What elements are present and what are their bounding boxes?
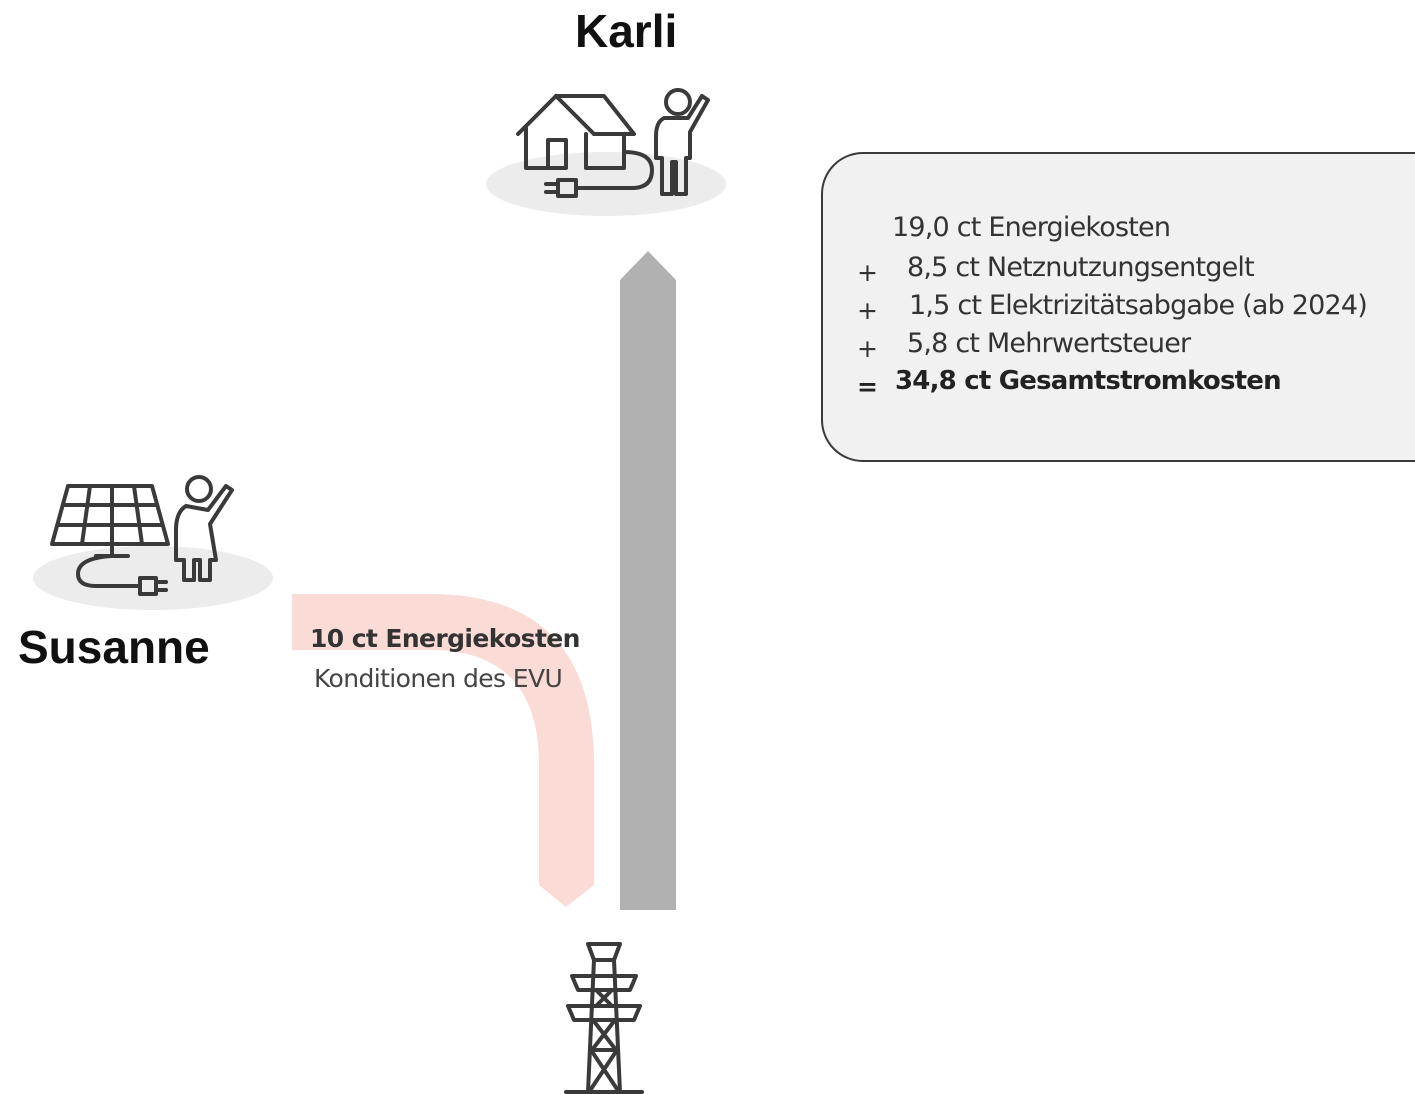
cost-row-total: 34,8 ct Gesamtstromkosten	[895, 366, 1282, 396]
cost-row-energy: 19,0 ct Energiekosten	[892, 212, 1171, 243]
cost-row-op-4: +	[857, 334, 878, 363]
karli-person-icon	[654, 88, 710, 196]
susanne-energy-cost-label: 10 ct Energiekosten	[310, 624, 580, 653]
cost-row-electricity-levy: 1,5 ct Elektrizitätsabgabe (ab 2024)	[909, 290, 1368, 321]
power-pylon-icon	[564, 942, 644, 1094]
cost-row-vat: 5,8 ct Mehrwertsteuer	[907, 328, 1191, 359]
cost-row-op-3: +	[857, 296, 878, 325]
solar-panel-icon	[50, 484, 170, 596]
grid-to-karli-arrow	[620, 251, 676, 910]
karli-name: Karli	[575, 5, 678, 57]
susanne-conditions-label: Konditionen des EVU	[314, 664, 563, 693]
cost-breakdown-box: + + + = 19,0 ct Energiekosten 8,5 ct Net…	[821, 152, 1415, 462]
cost-total-op: =	[857, 372, 878, 401]
house-plug-icon	[516, 94, 654, 198]
cost-row-network: 8,5 ct Netznutzungsentgelt	[907, 252, 1255, 283]
susanne-name: Susanne	[18, 621, 210, 673]
cost-row-op-2: +	[857, 258, 878, 287]
susanne-person-icon	[174, 475, 234, 582]
karli-ground-ellipse	[486, 152, 726, 216]
susanne-flow-arrow	[292, 594, 594, 907]
